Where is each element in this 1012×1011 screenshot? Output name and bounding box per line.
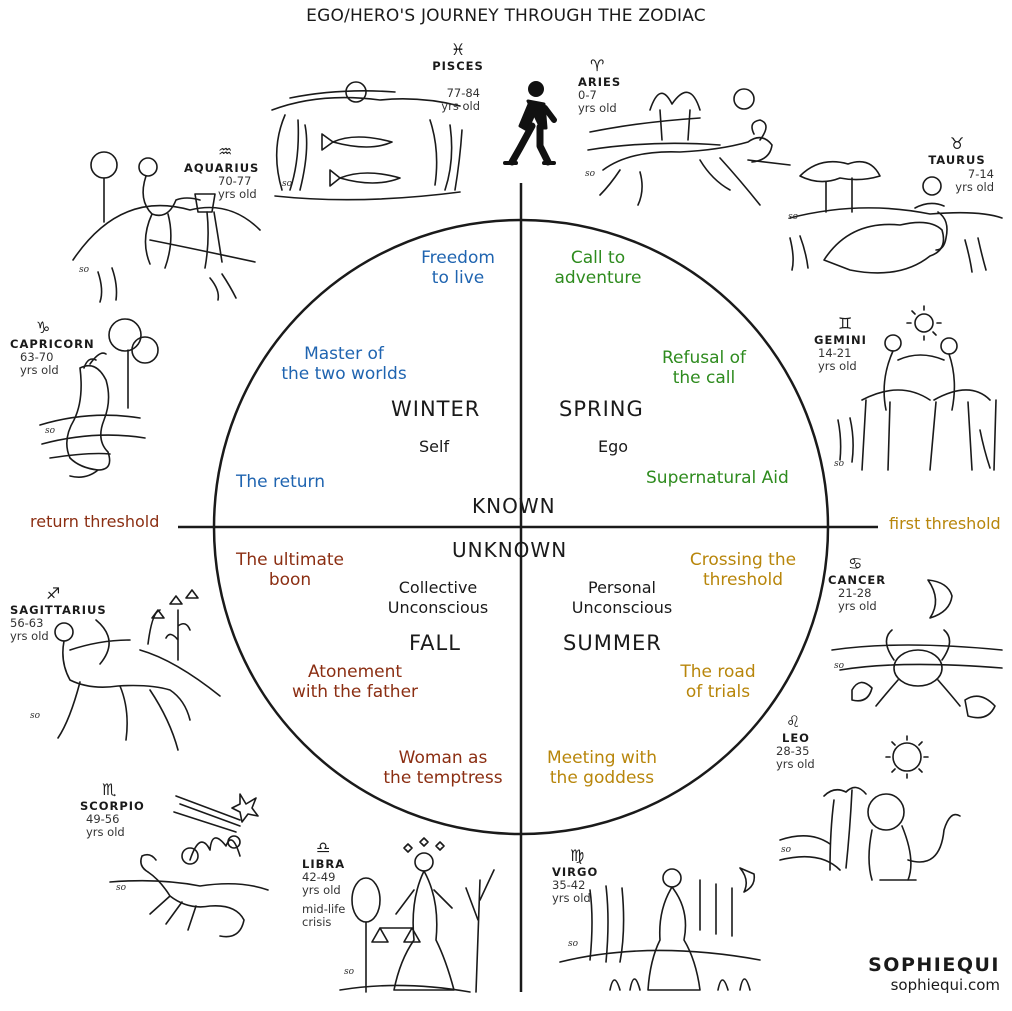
aries-illustration	[587, 88, 791, 206]
pisces-illustration	[271, 81, 463, 201]
scorpio-illustration	[109, 793, 269, 938]
capricorn-glyph-icon: ♑	[36, 318, 51, 337]
page-title: EGO/HERO'S JOURNEY THROUGH THE ZODIAC	[306, 6, 706, 26]
taurus-sign: ♉ TAURUS	[924, 134, 990, 167]
known-label: KNOWN	[472, 494, 556, 518]
sagittarius-glyph-icon: ♐	[46, 584, 61, 603]
libra-illustration	[339, 837, 495, 993]
stage-the-return: The return	[236, 472, 326, 492]
virgo-glyph-icon: ♍	[570, 846, 585, 865]
svg-text:so: so	[781, 845, 792, 855]
winter-season-label: WINTER	[391, 397, 481, 421]
svg-text:so: so	[568, 939, 579, 949]
leo-illustration	[779, 735, 961, 881]
cancer-illustration	[831, 579, 1003, 719]
svg-text:so: so	[585, 169, 596, 179]
svg-text:so: so	[45, 426, 56, 436]
first-threshold-label: first threshold	[889, 514, 1001, 533]
scorpio-glyph-icon: ♏	[102, 780, 117, 799]
svg-text:so: so	[344, 967, 355, 977]
svg-text:so: so	[834, 459, 845, 469]
stage-supernatural-aid: Supernatural Aid	[646, 468, 789, 488]
walking-person-icon	[503, 81, 557, 166]
svg-text:so: so	[834, 661, 845, 671]
fall-season-label: FALL	[409, 631, 461, 655]
sagittarius-illustration	[54, 589, 221, 751]
capricorn-illustration	[39, 318, 159, 478]
svg-text:so: so	[282, 179, 293, 189]
return-threshold-label: return threshold	[30, 512, 160, 531]
svg-text:so: so	[79, 265, 90, 275]
taurus-illustration	[789, 160, 1003, 274]
taurus-glyph-icon: ♉	[949, 134, 965, 153]
credit-url: sophiequi.com	[890, 976, 1000, 994]
svg-text:so: so	[116, 883, 127, 893]
leo-glyph-icon: ♌	[786, 712, 801, 731]
aquarius-glyph-icon: ♒	[218, 142, 233, 161]
gemini-glyph-icon: ♊	[838, 314, 853, 333]
pisces-glyph-icon: ♓	[450, 40, 466, 59]
svg-text:so: so	[788, 212, 799, 222]
winter-aspect-label: Self	[419, 437, 450, 456]
summer-season-label: SUMMER	[563, 631, 662, 655]
aquarius-illustration	[72, 151, 261, 303]
aries-glyph-icon: ♈	[590, 56, 605, 75]
pisces-sign: ♓ PISCES	[428, 40, 488, 73]
gemini-illustration	[837, 305, 997, 471]
virgo-illustration	[559, 867, 761, 991]
spring-season-label: SPRING	[559, 397, 644, 421]
spring-aspect-label: Ego	[598, 437, 629, 456]
fall-aspect-label: Collective Unconscious	[387, 578, 489, 617]
libra-glyph-icon: ♎	[316, 838, 331, 857]
unknown-label: UNKNOWN	[452, 538, 568, 562]
credit-block: SOPHIEQUI sophiequi.com	[850, 954, 1000, 994]
svg-text:so: so	[30, 711, 41, 721]
credit-brand: SOPHIEQUI	[868, 954, 1000, 976]
cancer-glyph-icon: ♋	[848, 554, 863, 573]
summer-aspect-label: Personal Unconscious	[571, 578, 673, 617]
